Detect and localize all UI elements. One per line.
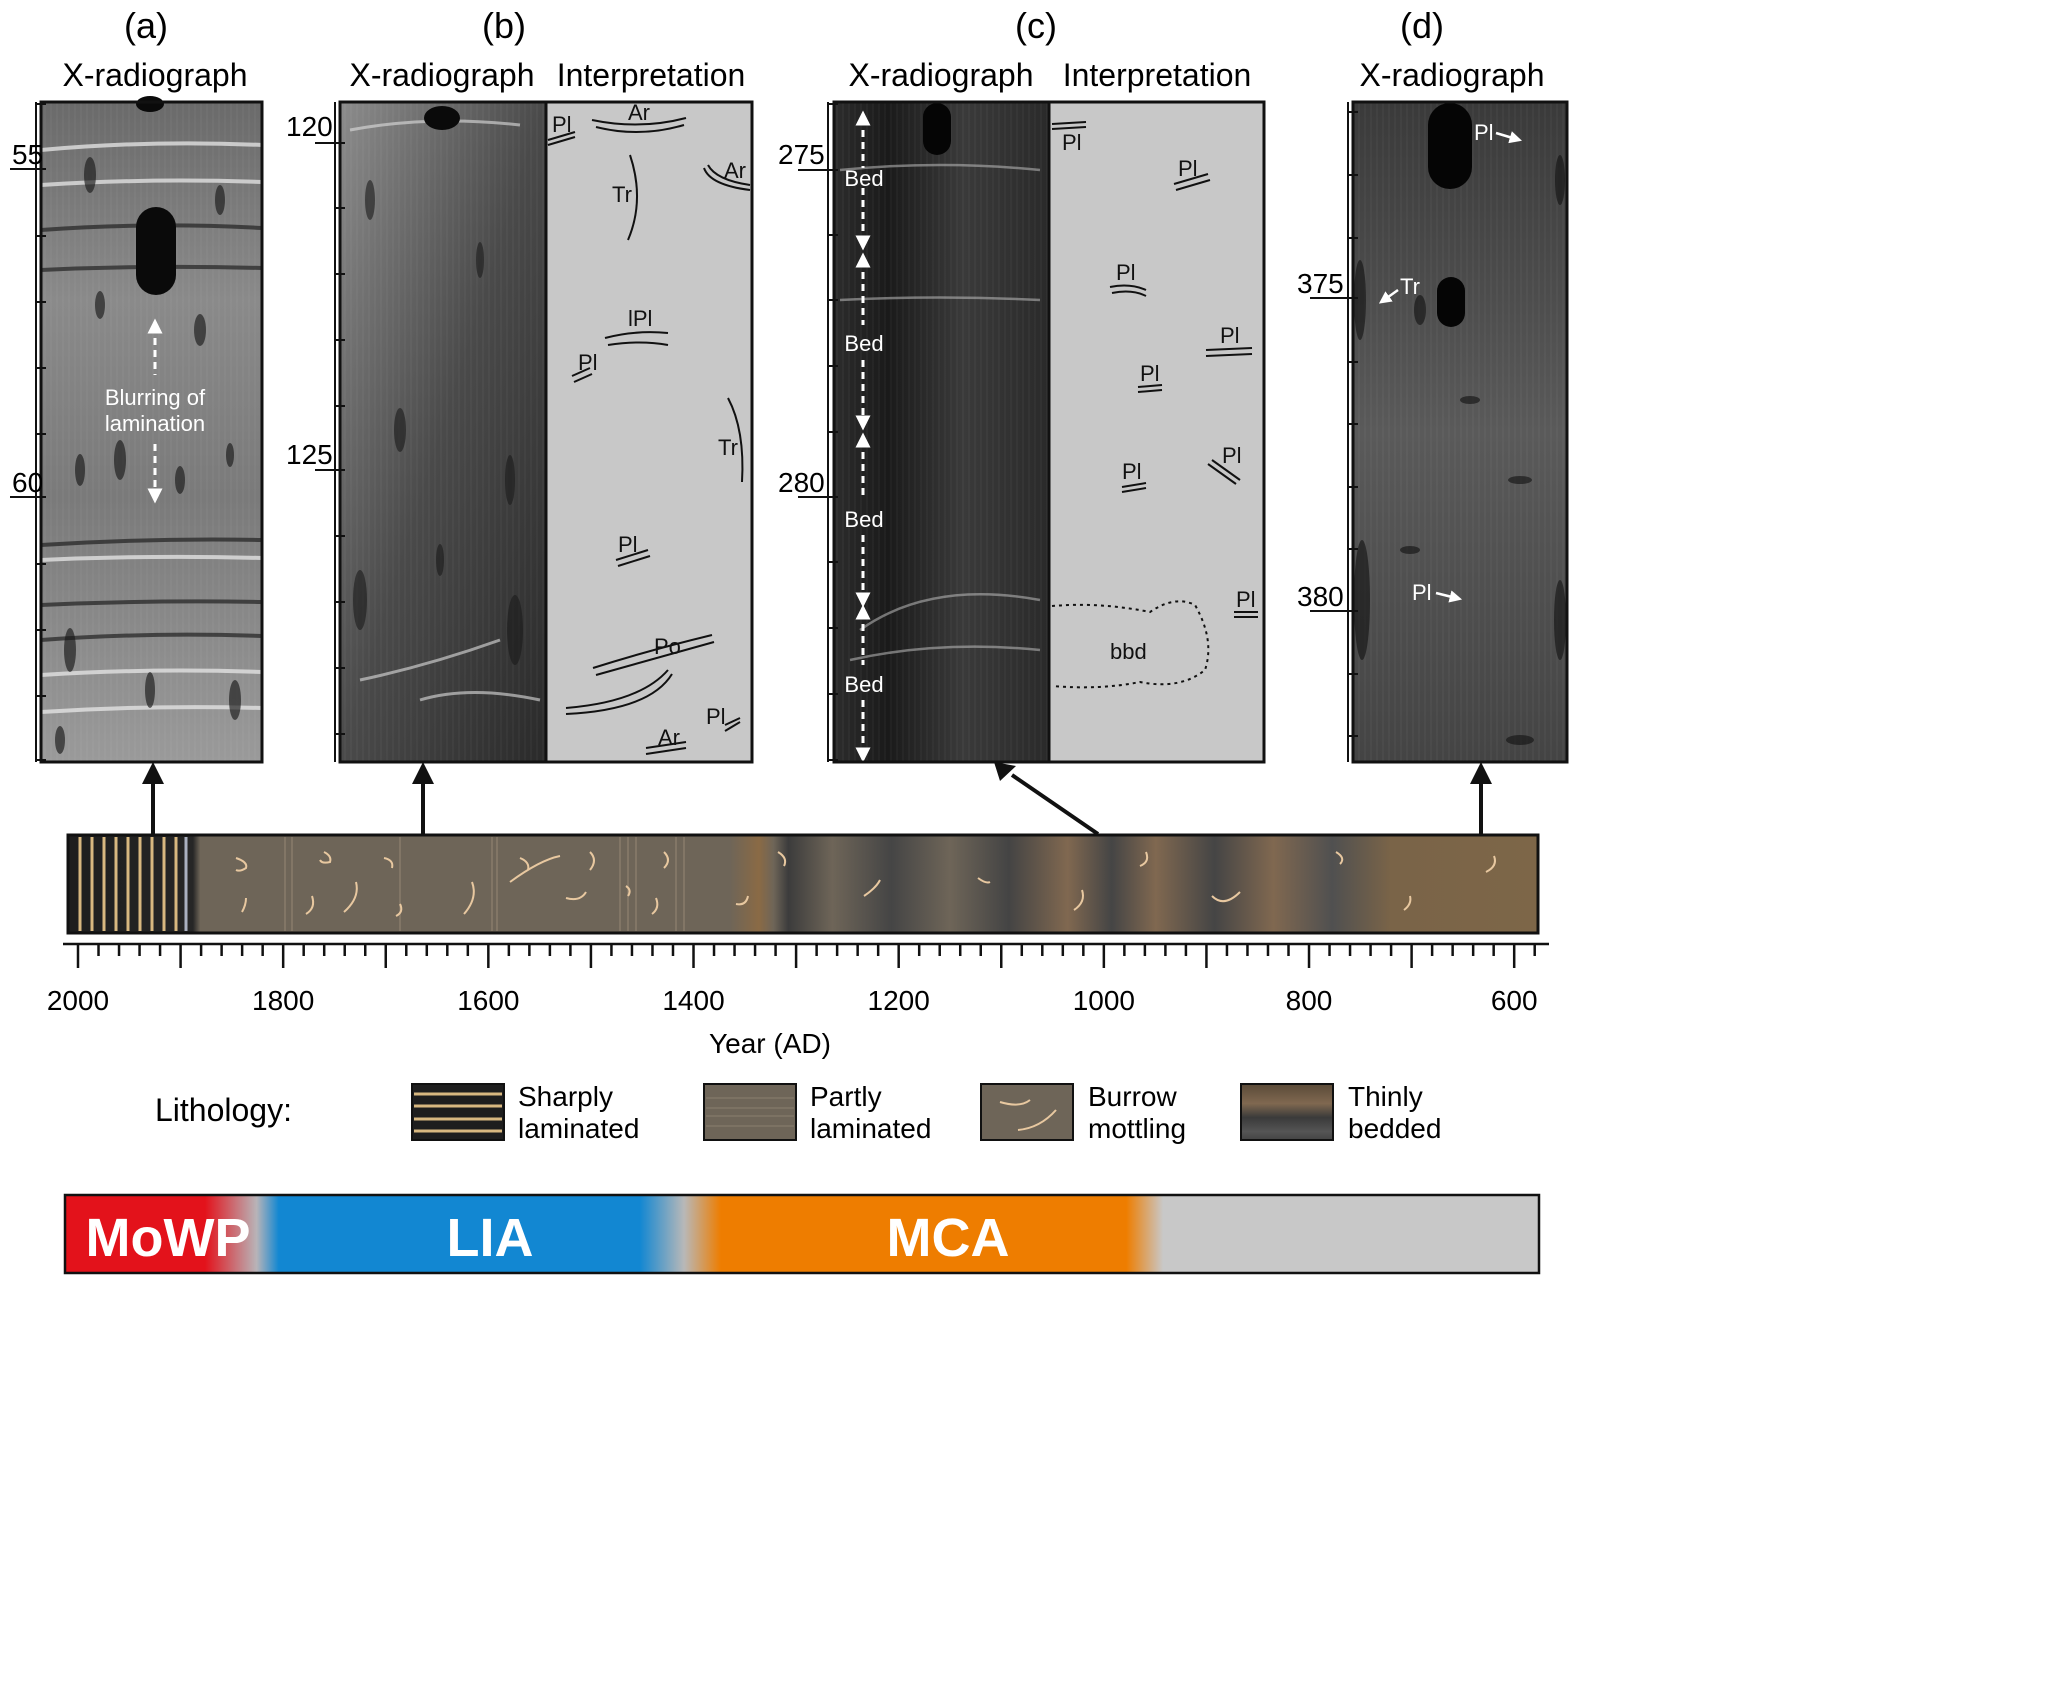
interp-b-label-6: Pl: [578, 350, 598, 375]
interp-c-label-4: Pl: [1220, 323, 1240, 348]
depth-label-b-120: 120: [286, 111, 333, 142]
bed-label-2: Bed: [844, 331, 883, 356]
period-label-mca: MCA: [887, 1208, 1010, 1268]
year-axis-label: Year (AD): [709, 1028, 831, 1059]
lithology-bar: [66, 833, 1540, 935]
legend-item-burrow-mottling: Burrow mottling: [980, 1081, 1186, 1144]
legend-label-sharply-2: laminated: [518, 1113, 639, 1144]
panel-d-heading: X-radiograph: [1360, 57, 1545, 93]
depth-label-c-280: 280: [778, 467, 825, 498]
interp-d-label-3: Pl: [1412, 580, 1432, 605]
panel-d-letter: (d): [1400, 5, 1444, 46]
legend-label-partly-2: laminated: [810, 1113, 931, 1144]
interp-c-label-6: Pl: [1222, 443, 1242, 468]
year-axis-tick-labels: 2000 1800 1600 1400 1200 1000 800 600: [47, 985, 1538, 1016]
legend-label-thinly-2: bedded: [1348, 1113, 1441, 1144]
panel-b-letter: (b): [482, 5, 526, 46]
interp-b-label-5: lPl: [628, 306, 652, 331]
interp-b-label-2: Ar: [628, 100, 650, 125]
legend-item-sharply-laminated: Sharply laminated: [411, 1081, 639, 1144]
interp-d-label-1: Pl: [1474, 120, 1494, 145]
interp-c-label-3: Pl: [1116, 260, 1136, 285]
pointer-arrows: [142, 762, 1492, 836]
interp-d-label-2: Tr: [1400, 274, 1420, 299]
climate-period-bar: MoWP LIA MCA: [63, 1193, 1541, 1275]
interp-b-label-1: Pl: [552, 112, 572, 137]
interp-b-label-7: Tr: [718, 435, 738, 460]
interp-b-label-9: Po: [654, 634, 681, 659]
legend-label-sharply-1: Sharply: [518, 1081, 613, 1112]
year-tick-label-1800: 1800: [252, 985, 314, 1016]
depth-label-a-55: 55: [12, 139, 43, 170]
legend-label-thinly-1: Thinly: [1348, 1081, 1423, 1112]
blurring-label-2: lamination: [105, 411, 205, 436]
panel-a-depth-scale: [10, 102, 46, 762]
depth-label-b-125: 125: [286, 439, 333, 470]
panel-b-heading-xray: X-radiograph: [350, 57, 535, 93]
interp-b-label-8: Pl: [618, 532, 638, 557]
depth-label-c-275: 275: [778, 139, 825, 170]
core-hole: [136, 207, 176, 295]
panel-a-letter: (a): [124, 5, 168, 46]
depth-label-a-60: 60: [12, 467, 43, 498]
bed-label-3: Bed: [844, 507, 883, 532]
panel-c-letter: (c): [1015, 5, 1057, 46]
depth-label-d-375: 375: [1297, 268, 1344, 299]
depth-label-d-380: 380: [1297, 581, 1344, 612]
period-label-lia: LIA: [447, 1208, 534, 1268]
interp-b-label-4: Tr: [612, 182, 632, 207]
year-tick-label-1600: 1600: [457, 985, 519, 1016]
panel-b-heading-interp: Interpretation: [557, 57, 746, 93]
year-tick-label-600: 600: [1491, 985, 1538, 1016]
legend-label-burrow-1: Burrow: [1088, 1081, 1177, 1112]
panel-d: Pl Tr Pl: [1351, 100, 1569, 764]
interp-b-label-3: Ar: [724, 158, 746, 183]
panel-b: Pl Ar Ar Tr lPl Pl Tr Pl Po Pl Ar: [338, 100, 754, 764]
legend-item-partly-laminated: Partly laminated: [703, 1081, 931, 1144]
interp-c-label-2: Pl: [1178, 156, 1198, 181]
legend-label-burrow-2: mottling: [1088, 1113, 1186, 1144]
bed-label-4: Bed: [844, 672, 883, 697]
interp-c-label-7: Pl: [1122, 459, 1142, 484]
panel-c-heading-xray: X-radiograph: [849, 57, 1034, 93]
legend-label-partly-1: Partly: [810, 1081, 882, 1112]
year-tick-label-1200: 1200: [868, 985, 930, 1016]
interp-c-label-5: Pl: [1140, 361, 1160, 386]
interp-b-label-10: Pl: [706, 704, 726, 729]
panel-c: Bed Bed Bed Bed Pl Pl Pl Pl Pl Pl Pl Pl: [832, 100, 1266, 764]
panel-c-depth-scale: [798, 102, 838, 762]
year-tick-label-800: 800: [1286, 985, 1333, 1016]
year-tick-label-1400: 1400: [662, 985, 724, 1016]
legend-item-thinly-bedded: Thinly bedded: [1240, 1081, 1441, 1144]
year-axis: [63, 942, 1549, 968]
period-label-mowp: MoWP: [86, 1208, 251, 1268]
legend-title: Lithology:: [155, 1092, 292, 1128]
panel-c-heading-interp: Interpretation: [1063, 57, 1252, 93]
blurring-label-1: Blurring of: [105, 385, 206, 410]
interp-c-label-8: Pl: [1236, 587, 1256, 612]
interp-c-label-1: Pl: [1062, 130, 1082, 155]
panel-a: Blurring of lamination: [39, 96, 264, 764]
year-tick-label-2000: 2000: [47, 985, 109, 1016]
panel-d-depth-scale: [1310, 102, 1358, 762]
interp-c-label-9: bbd: [1110, 639, 1147, 664]
interp-b-label-11: Ar: [658, 725, 680, 750]
bed-label-1: Bed: [844, 166, 883, 191]
year-tick-label-1000: 1000: [1073, 985, 1135, 1016]
panel-b-depth-scale: [315, 102, 345, 762]
panel-a-heading: X-radiograph: [63, 57, 248, 93]
